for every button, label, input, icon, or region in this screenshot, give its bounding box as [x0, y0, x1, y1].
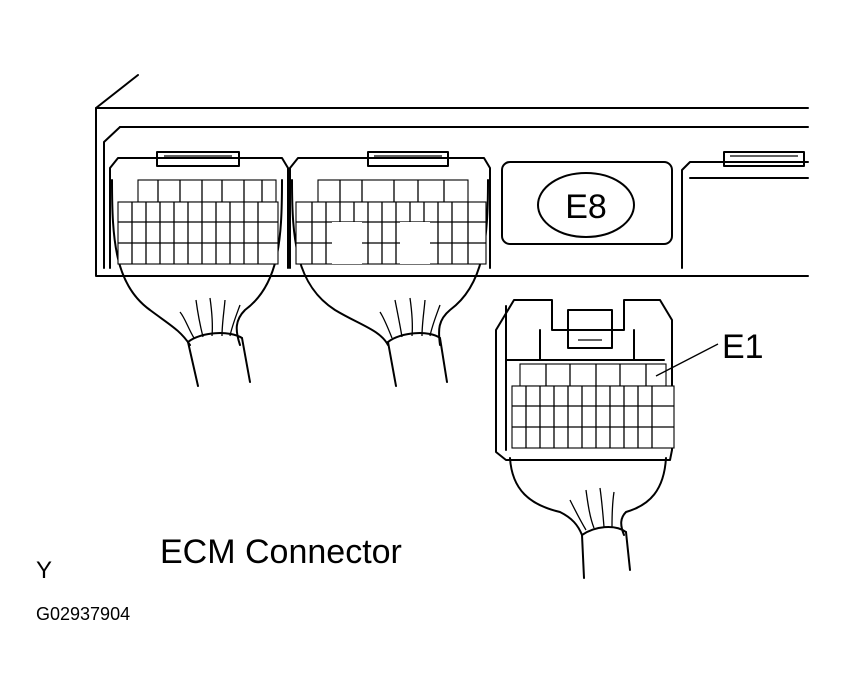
e1-connector: E1	[495, 299, 764, 579]
corner-letter: Y	[36, 557, 52, 584]
connector-1-pin-grid	[117, 179, 279, 265]
connector-2	[289, 151, 491, 387]
ecm-housing	[95, 74, 809, 277]
e8-socket: E8	[501, 161, 673, 245]
e1-pin-grid	[511, 363, 675, 449]
figure-id: G02937904	[36, 604, 130, 624]
e1-label: E1	[722, 328, 764, 366]
e8-label: E8	[565, 188, 607, 226]
caption: ECM Connector	[160, 533, 402, 571]
connector-2-pin-grid	[295, 179, 487, 265]
right-socket	[681, 151, 809, 269]
connector-1	[109, 151, 289, 387]
